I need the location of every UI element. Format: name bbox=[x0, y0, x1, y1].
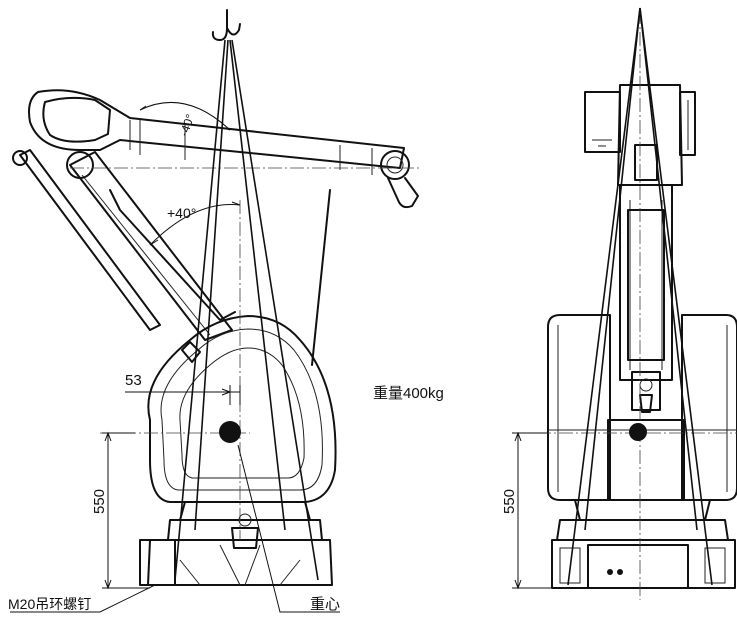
lifting-hook bbox=[211, 9, 241, 41]
front-lifting-slings bbox=[567, 7, 713, 586]
front-base bbox=[551, 519, 736, 589]
height-dimension-left bbox=[102, 431, 150, 590]
front-view: 550 bbox=[501, 7, 737, 600]
weight-label: 重量400kg bbox=[373, 385, 444, 402]
side-view: -40° +40° 53 550 重量400kg M20吊环螺钉 重心 bbox=[8, 9, 444, 613]
angle-arc-upper bbox=[139, 101, 231, 131]
angle-arc-lower bbox=[149, 204, 241, 246]
center-of-gravity-label: 重心 bbox=[310, 596, 340, 613]
offset-label: 53 bbox=[125, 372, 142, 389]
upper-arm bbox=[28, 89, 419, 209]
angle-label-lower: +40° bbox=[167, 205, 196, 221]
height-label-right: 550 bbox=[501, 489, 518, 514]
lifting-bolt-label: M20吊环螺钉 bbox=[8, 596, 91, 612]
lifting-slings bbox=[174, 39, 319, 581]
height-dimension-right bbox=[512, 431, 552, 590]
front-body bbox=[547, 314, 737, 521]
front-arm bbox=[619, 184, 673, 413]
center-of-gravity-dot-side bbox=[219, 421, 241, 443]
robot-base bbox=[139, 501, 333, 586]
wrist-motor-block bbox=[584, 84, 696, 186]
center-of-gravity-dot-front bbox=[629, 423, 647, 441]
offset-dimension bbox=[125, 385, 241, 405]
angle-label-upper: -40° bbox=[177, 112, 198, 138]
height-label-left: 550 bbox=[91, 489, 108, 514]
lower-arm bbox=[12, 149, 331, 366]
robot-body bbox=[147, 315, 337, 503]
